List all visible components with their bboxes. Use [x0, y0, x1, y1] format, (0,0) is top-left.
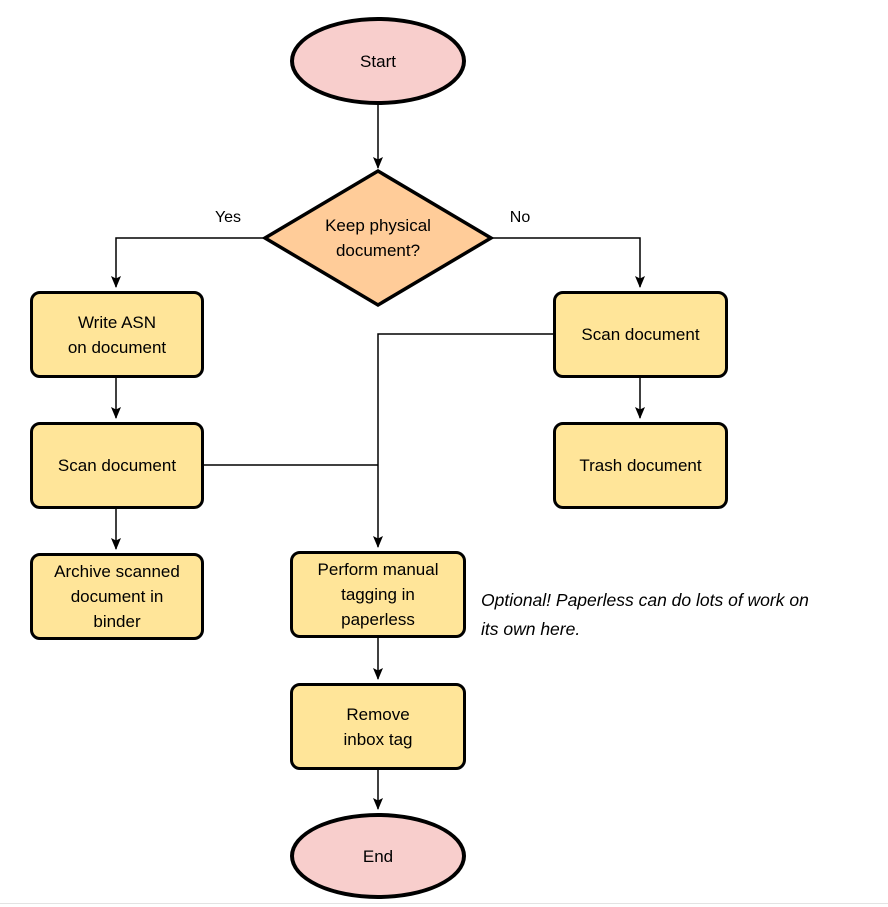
edge-label-no: No — [509, 209, 531, 226]
node-write-asn: Write ASN on document — [30, 291, 204, 378]
edge-decision-yes — [111, 237, 265, 288]
annotation-optional-note: Optional! Paperless can do lots of work … — [481, 590, 809, 639]
node-scan-document-right: Scan document — [553, 291, 728, 378]
node-archive-binder-label: Archive scanned document in binder — [54, 562, 180, 631]
edge-decision-no — [491, 237, 645, 288]
node-archive-binder: Archive scanned document in binder — [30, 553, 204, 640]
edge-scanright-perform — [373, 333, 553, 548]
node-remove-inbox-tag: Remove inbox tag — [290, 683, 466, 770]
node-start: Start — [290, 17, 466, 105]
node-trash-document-label: Trash document — [579, 456, 702, 475]
node-scan-document-right-label: Scan document — [581, 325, 700, 344]
decision-diamond-shape — [261, 168, 495, 308]
node-decision-label: Keep physical document? — [325, 216, 431, 260]
node-end: End — [290, 813, 466, 899]
node-start-label: Start — [360, 51, 396, 71]
node-decision: Keep physical document? — [261, 168, 495, 308]
node-perform-tagging-label: Perform manual tagging in paperless — [317, 560, 439, 629]
page-boundary-line — [0, 903, 888, 904]
node-end-label: End — [362, 846, 394, 866]
node-write-asn-label: Write ASN on document — [67, 312, 167, 357]
node-trash-document: Trash document — [553, 422, 728, 509]
node-remove-inbox-tag-label: Remove inbox tag — [343, 704, 413, 749]
node-scan-document-left: Scan document — [30, 422, 204, 509]
node-scan-document-left-label: Scan document — [57, 456, 177, 475]
edge-label-yes: Yes — [214, 209, 242, 226]
node-perform-tagging: Perform manual tagging in paperless — [290, 551, 466, 638]
